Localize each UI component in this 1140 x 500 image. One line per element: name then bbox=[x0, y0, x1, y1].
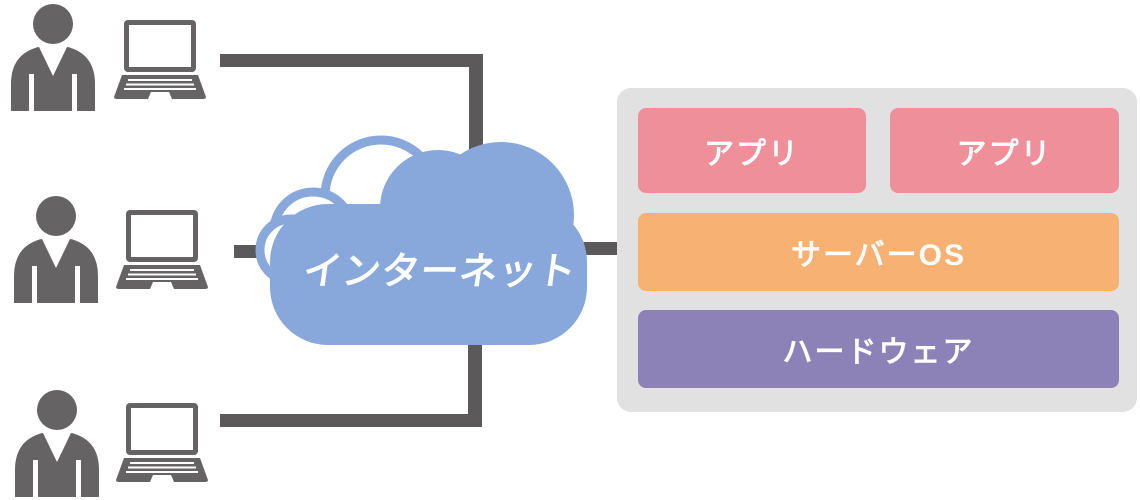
hardware-box: ハードウェア bbox=[638, 310, 1119, 388]
app-box-1: アプリ bbox=[638, 108, 866, 193]
person-icon bbox=[11, 4, 95, 111]
app-box-2: アプリ bbox=[890, 108, 1119, 193]
app-box-1-label: アプリ bbox=[704, 137, 800, 171]
app-box-2-label: アプリ bbox=[956, 137, 1053, 171]
laptop-icon bbox=[116, 403, 208, 482]
laptop-icon bbox=[116, 210, 208, 289]
laptop-icon bbox=[114, 20, 206, 99]
server-panel: アプリ アプリ サーバーOS ハードウェア bbox=[617, 88, 1137, 412]
server-os-box: サーバーOS bbox=[638, 213, 1119, 291]
internet-label: インターネット bbox=[300, 251, 580, 293]
server-os-label: サーバーOS bbox=[790, 239, 967, 272]
hardware-label: ハードウェア bbox=[782, 336, 975, 369]
person-icon bbox=[15, 390, 99, 497]
connector-bottom-horizontal bbox=[220, 414, 482, 427]
connector-top-horizontal bbox=[220, 54, 483, 67]
person-icon bbox=[14, 196, 98, 303]
cloud-icon bbox=[255, 135, 587, 345]
